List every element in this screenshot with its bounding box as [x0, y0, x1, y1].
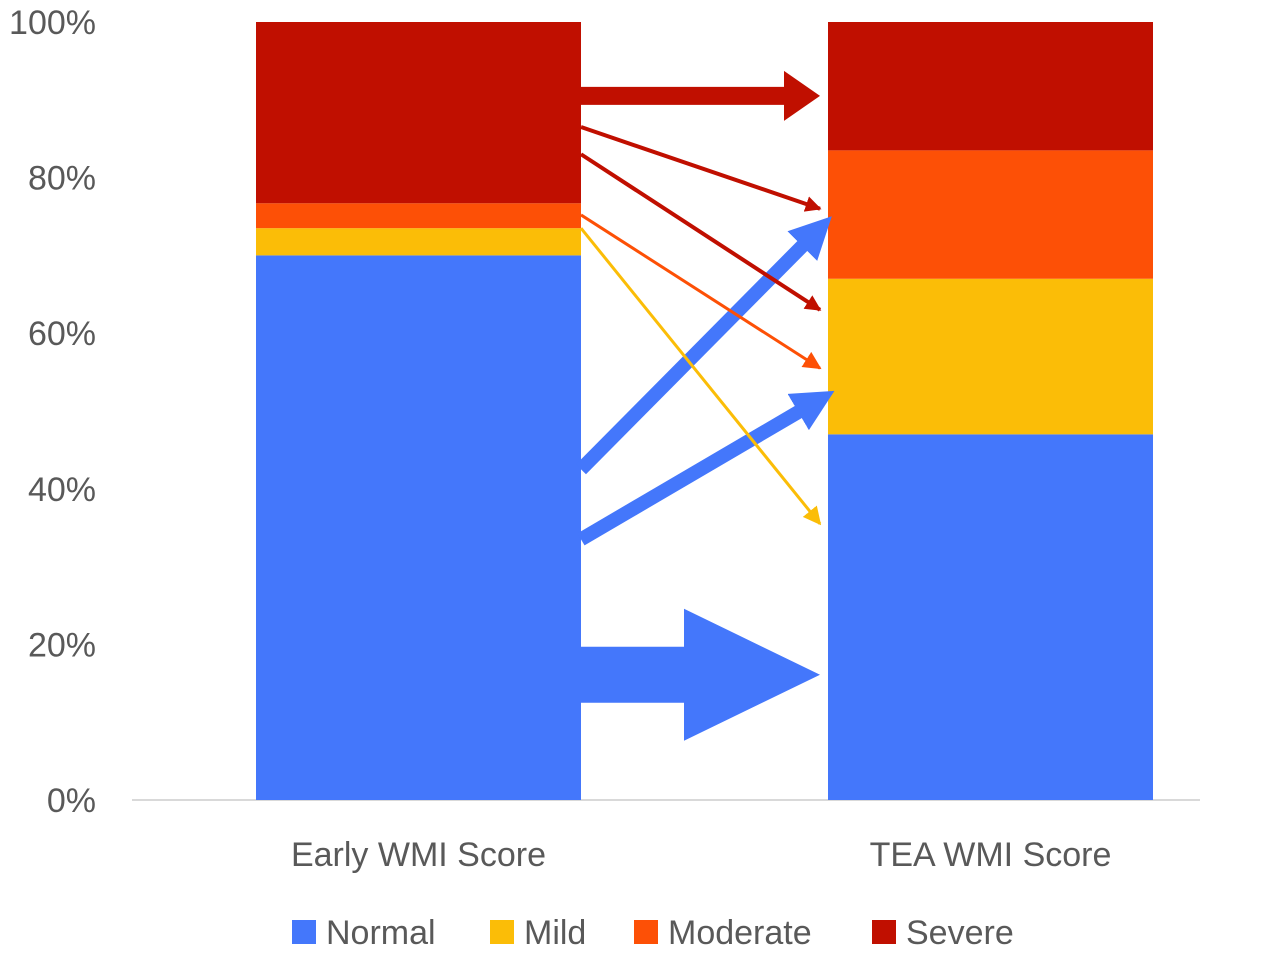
bar-segment-normal: [256, 255, 581, 800]
bar-segment-severe: [828, 22, 1153, 151]
bar-segment-severe: [256, 22, 581, 204]
arrow-normal-to-mild: [577, 390, 835, 546]
arrow-moderate-to-mild: [580, 213, 822, 370]
legend-label-normal: Normal: [326, 914, 436, 952]
y-tick-label: 0%: [47, 782, 96, 820]
legend-swatch-severe: [872, 920, 896, 944]
bar-segment-moderate: [828, 150, 1153, 279]
legend-swatch-moderate: [634, 920, 658, 944]
legend-label-moderate: Moderate: [668, 914, 812, 952]
arrow-mild-to-mild: [579, 227, 822, 526]
y-axis-tick-labels: 0% 20% 40% 60% 80% 100%: [9, 4, 96, 820]
y-tick-label: 80%: [28, 160, 96, 198]
arrow-severe-to-severe: [581, 70, 820, 121]
y-tick-label: 60%: [28, 315, 96, 353]
bar-segment-normal: [828, 434, 1153, 800]
bar-segment-mild: [256, 228, 581, 256]
bar-segment-moderate: [256, 203, 581, 229]
legend-swatch-mild: [490, 920, 514, 944]
legend-label-severe: Severe: [906, 914, 1014, 952]
y-tick-label: 100%: [9, 4, 96, 42]
legend-label-mild: Mild: [524, 914, 586, 952]
arrow-severe-to-moderate-a: [580, 125, 822, 212]
legend-swatch-normal: [292, 920, 316, 944]
transition-arrows: [576, 70, 835, 741]
y-tick-label: 20%: [28, 626, 96, 664]
bar-segment-mild: [828, 278, 1153, 435]
y-tick-label: 40%: [28, 471, 96, 509]
arrow-normal-to-moderate: [576, 216, 832, 475]
arrow-normal-to-normal: [581, 608, 820, 741]
legend: Normal Mild Moderate Severe: [292, 914, 1014, 952]
category-labels: Early WMI Score TEA WMI Score: [291, 836, 1111, 874]
bar-stacks: [256, 22, 1153, 800]
category-label: Early WMI Score: [291, 836, 546, 874]
arrow-severe-to-moderate-b: [579, 152, 822, 312]
category-label: TEA WMI Score: [870, 836, 1112, 874]
